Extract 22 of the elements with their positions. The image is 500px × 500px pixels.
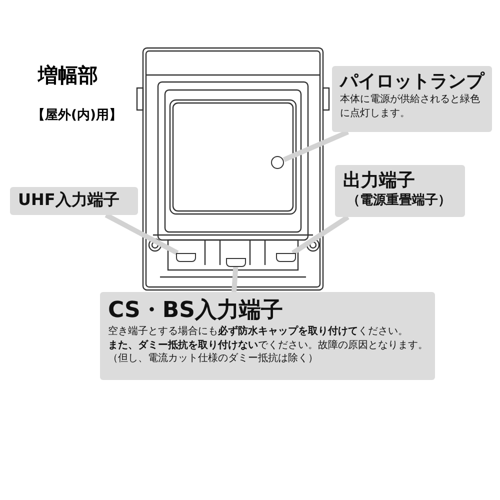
callout-text: （但し、電流カット仕様のダミー抵抗は除く）	[108, 352, 319, 366]
callout-text: 本体に電源が供給されると緑色に点灯します。	[340, 93, 481, 120]
callout-box	[100, 292, 435, 380]
note-label: 【屋外(内)用】	[32, 107, 122, 124]
callout-text: 空き端子とする場合にも必ず防水キャップを取り付けてください。	[108, 325, 409, 338]
leader-line	[232, 266, 238, 292]
callout-box	[332, 66, 492, 132]
callout-title: CS・BS入力端子	[108, 297, 284, 325]
callout-text: （電源重畳端子）	[346, 192, 452, 210]
terminal-connector	[176, 253, 196, 262]
title: 増幅部	[38, 62, 98, 89]
callout-title: パイロットランプ	[340, 70, 484, 93]
leader-line	[104, 212, 179, 256]
terminal-connector	[226, 258, 246, 267]
leader-line	[283, 130, 349, 162]
callout-text: また、ダミー抵抗を取り付けないでください。故障の原因となります。	[108, 338, 427, 352]
callout-title: 出力端子	[343, 169, 416, 192]
leader-line	[292, 214, 350, 256]
callout-box	[335, 165, 465, 217]
callout-box	[10, 187, 138, 215]
callout-title: UHF入力端子	[18, 190, 120, 211]
terminal-connector	[276, 253, 296, 262]
